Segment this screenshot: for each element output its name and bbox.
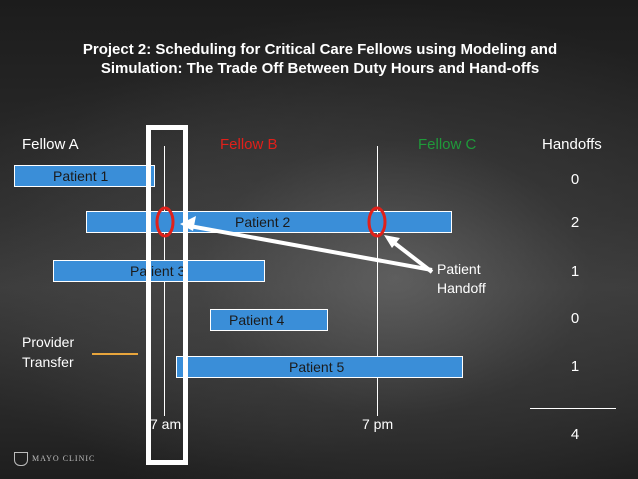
patient-bar-2: Patient 2 (86, 211, 452, 233)
shield-icon (14, 452, 28, 466)
slide-title: Project 2: Scheduling for Critical Care … (82, 41, 558, 77)
patient-bar-label: Patient 2 (235, 214, 291, 230)
patient-bar-3: Patient 3 (53, 260, 265, 282)
patient-bar-4: Patient 4 (210, 309, 328, 331)
handoff-count: 0 (570, 310, 580, 327)
transfer-line (92, 353, 138, 355)
patient-bar-label: Patient 4 (229, 312, 285, 328)
handoff-count: 1 (570, 263, 580, 280)
fellow-a-label: Fellow A (22, 136, 79, 153)
shift-line-7pm (377, 146, 378, 416)
patient-bar-label: Patient 1 (53, 168, 109, 184)
handoff-count: 0 (570, 171, 580, 188)
handoff-marker-pm (367, 206, 387, 238)
logo-text: MAYO CLINIC (32, 453, 96, 463)
arrowhead-icon (384, 235, 400, 248)
shift-change-window (146, 125, 188, 465)
handoff-annotation-line2: Handoff (437, 280, 486, 296)
total-divider (530, 408, 616, 409)
arrowhead-icon (180, 216, 196, 231)
patient-bar-label: Patient 3 (130, 263, 186, 279)
patient-bar-5: Patient 5 (176, 356, 463, 378)
patient-bar-label: Patient 5 (289, 359, 345, 375)
handoff-count: 1 (570, 358, 580, 375)
transfer-annotation-line1: Provider (22, 334, 75, 350)
handoff-total: 4 (570, 426, 580, 443)
patient-bar-1: Patient 1 (14, 165, 155, 187)
fellow-b-label: Fellow B (220, 136, 278, 153)
time-label-7pm: 7 pm (362, 416, 394, 432)
handoff-arrow-am (183, 223, 433, 272)
logo: MAYO CLINIC (14, 452, 95, 466)
transfer-annotation-line2: Transfer (22, 354, 74, 370)
handoff-marker-am (155, 206, 175, 238)
handoff-annotation-line1: Patient (437, 261, 481, 277)
time-label-7am: 7 am (150, 416, 182, 432)
handoff-count: 2 (570, 214, 580, 231)
handoffs-label: Handoffs (542, 136, 602, 153)
fellow-c-label: Fellow C (418, 136, 477, 153)
